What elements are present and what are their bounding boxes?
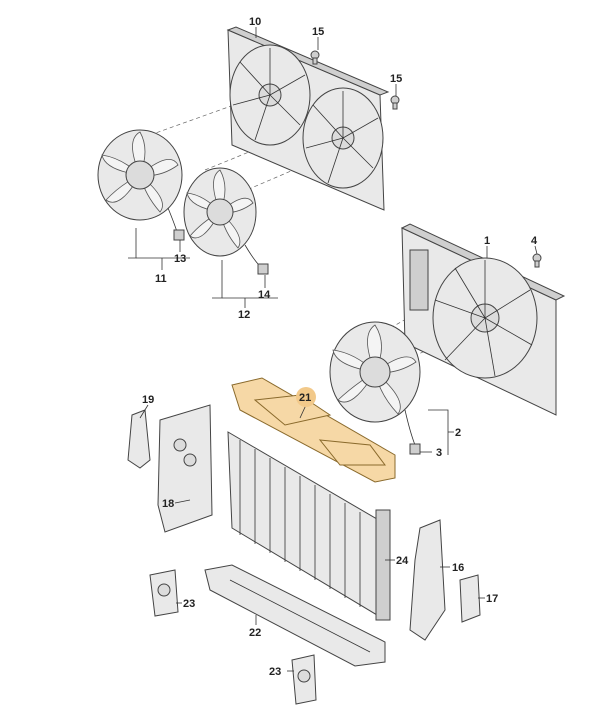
fan-2 — [329, 321, 421, 455]
screw-15-top — [310, 50, 320, 65]
dual-fan-shroud — [226, 26, 390, 211]
screw-4 — [532, 253, 542, 268]
callout-23-lower: 23 — [269, 666, 281, 678]
callout-1: 1 — [484, 235, 490, 247]
shroud-ring-left — [232, 48, 306, 141]
callout-21: 21 — [299, 392, 311, 404]
callout-11: 11 — [155, 273, 167, 285]
callout-15-right: 15 — [390, 73, 402, 85]
side-panel-16 — [409, 519, 446, 641]
fan-11 — [97, 129, 185, 241]
callout-13: 13 — [174, 253, 186, 265]
air-duct-18 — [157, 404, 213, 533]
bracket-19 — [127, 409, 151, 469]
bracket-23-lower — [291, 654, 317, 705]
bracket-17 — [459, 574, 481, 623]
callout-3: 3 — [436, 447, 442, 459]
screw-15-right — [390, 95, 400, 110]
callout-21-highlight — [296, 387, 316, 407]
callout-22: 22 — [249, 627, 261, 639]
callout-leaders — [128, 27, 538, 672]
callout-labels: 10 15 15 1 4 13 11 14 12 19 21 2 3 18 24… — [142, 16, 538, 678]
callout-19: 19 — [142, 394, 154, 406]
fan-12 — [183, 167, 269, 275]
callout-10: 10 — [249, 16, 261, 28]
callout-15-top: 15 — [312, 26, 324, 38]
callout-16: 16 — [452, 562, 464, 574]
bracket-23-upper — [149, 569, 179, 617]
single-fan-shroud — [400, 223, 566, 416]
callout-2: 2 — [455, 427, 461, 439]
callout-4: 4 — [531, 235, 538, 247]
radiator-24 — [227, 431, 391, 621]
shroud-ring-right — [305, 91, 379, 184]
radiator-fins — [239, 440, 361, 607]
callout-18: 18 — [162, 498, 174, 510]
callout-17: 17 — [486, 593, 498, 605]
callout-23-upper: 23 — [183, 598, 195, 610]
underbody-cover-22 — [204, 564, 386, 667]
callout-24: 24 — [396, 555, 409, 567]
callout-12: 12 — [238, 309, 250, 321]
callout-14: 14 — [258, 289, 271, 301]
